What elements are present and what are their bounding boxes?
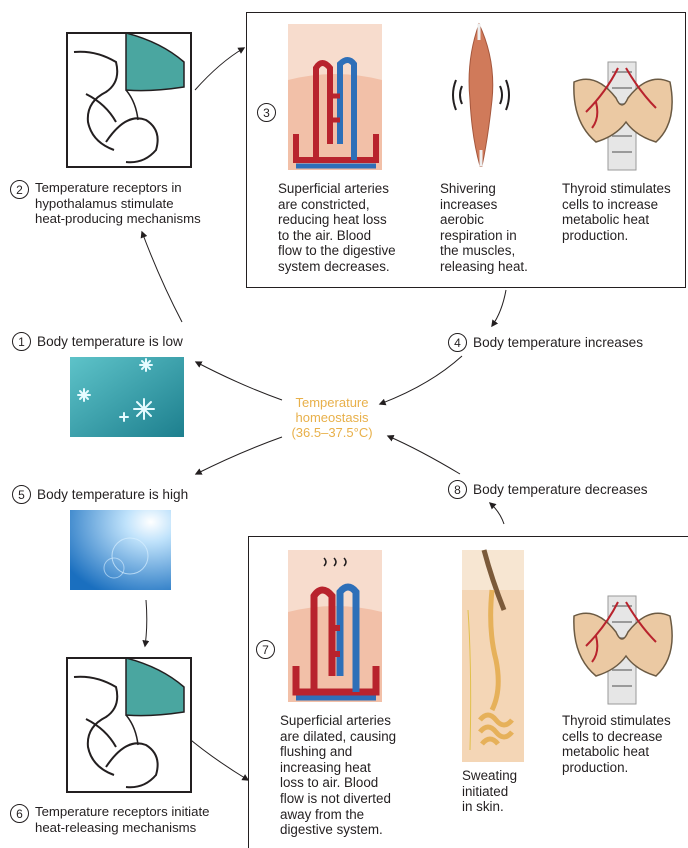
step-5-text: Body temperature is high	[37, 487, 188, 502]
step-3-number: 3	[257, 103, 276, 122]
thyroid-icon-top	[566, 62, 678, 170]
arrow-8-to-center	[388, 436, 460, 474]
arrow-center-to-5	[196, 437, 282, 474]
step-1: 1 Body temperature is low	[12, 332, 183, 351]
arrow-7-to-8	[490, 503, 504, 524]
arrow-3-to-4	[492, 290, 506, 326]
step-4: 4 Body temperature increases	[448, 333, 643, 352]
arrow-1-to-2	[142, 232, 182, 322]
bottom-thyroid-text: Thyroid stimulates cells to decrease met…	[562, 713, 671, 775]
homeostasis-label: Temperature homeostasis (36.5–37.5°C)	[282, 395, 382, 440]
step-1-text: Body temperature is low	[37, 334, 183, 349]
step-4-number: 4	[448, 333, 467, 352]
top-arteries-text: Superficial arteries are constricted, re…	[278, 181, 396, 275]
step-6-number: 6	[10, 804, 29, 823]
arrow-center-to-1	[196, 362, 282, 400]
step-5: 5 Body temperature is high	[12, 485, 188, 504]
step-1-number: 1	[12, 332, 31, 351]
top-thyroid-text: Thyroid stimulates cells to increase met…	[562, 181, 671, 243]
step-7-number: 7	[256, 640, 275, 659]
step-6: 6 Temperature receptors initiate heat-re…	[10, 804, 209, 835]
step-2-number: 2	[10, 180, 29, 199]
sun-glare-image	[70, 510, 171, 590]
step-5-number: 5	[12, 485, 31, 504]
arrow-2-to-3	[195, 48, 244, 90]
step-2-text: Temperature receptors in hypothalamus st…	[35, 180, 201, 227]
snowflake-image	[70, 357, 184, 437]
step-2: 2 Temperature receptors in hypothalamus …	[10, 180, 201, 227]
arrow-5-to-6	[145, 600, 147, 646]
thyroid-icon-bottom	[566, 596, 678, 704]
step-6-text: Temperature receptors initiate heat-rele…	[35, 804, 209, 835]
bottom-arteries-text: Superficial arteries are dilated, causin…	[280, 713, 396, 838]
hypothalamus-icon-bottom	[66, 657, 196, 797]
step-8-number: 8	[448, 480, 467, 499]
arrow-4-to-center	[380, 356, 462, 404]
step-8: 8 Body temperature decreases	[448, 480, 648, 499]
blood-vessel-icon-dilated	[288, 550, 382, 702]
muscle-icon	[446, 20, 516, 170]
step-8-text: Body temperature decreases	[473, 482, 648, 497]
blood-vessel-icon-constricted	[288, 24, 382, 170]
sweat-gland-icon	[462, 550, 524, 762]
top-shivering-text: Shivering increases aerobic respiration …	[440, 181, 528, 275]
step-4-text: Body temperature increases	[473, 335, 643, 350]
hypothalamus-icon-top	[66, 32, 196, 172]
bottom-sweating-text: Sweating initiated in skin.	[462, 768, 517, 815]
